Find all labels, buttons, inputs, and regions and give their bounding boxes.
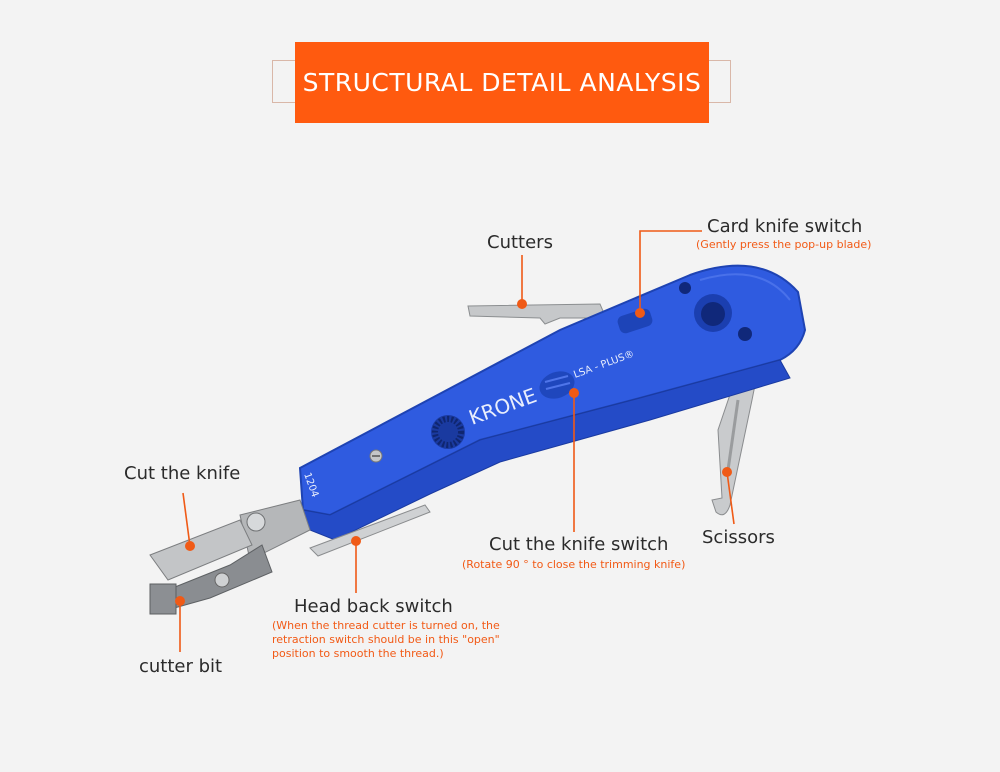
scissors-hook (711, 359, 761, 516)
label-cutters: Cutters (487, 232, 553, 253)
note-head-back-switch: (When the thread cutter is turned on, th… (272, 619, 500, 660)
page-title: STRUCTURAL DETAIL ANALYSIS (302, 68, 702, 97)
callout-lines (179, 230, 735, 652)
label-cut-the-knife: Cut the knife (124, 463, 241, 484)
note-cut-the-knife-switch: (Rotate 90 ° to close the trimming knife… (462, 558, 686, 571)
callout-dots (175, 299, 732, 606)
label-cut-the-knife-switch: Cut the knife switch (489, 534, 669, 555)
label-card-knife-switch: Card knife switch (707, 216, 863, 237)
tool-body (298, 264, 807, 541)
head-back-switch-wire (309, 504, 431, 557)
label-cutter-bit: cutter bit (139, 656, 223, 677)
label-head-back-switch: Head back switch (294, 596, 453, 617)
cutter-head (149, 499, 311, 615)
cutters-blade (467, 303, 607, 325)
title-banner: STRUCTURAL DETAIL ANALYSIS (295, 42, 709, 123)
label-scissors: Scissors (702, 527, 775, 548)
note-card-knife-switch: (Gently press the pop-up blade) (696, 238, 872, 251)
